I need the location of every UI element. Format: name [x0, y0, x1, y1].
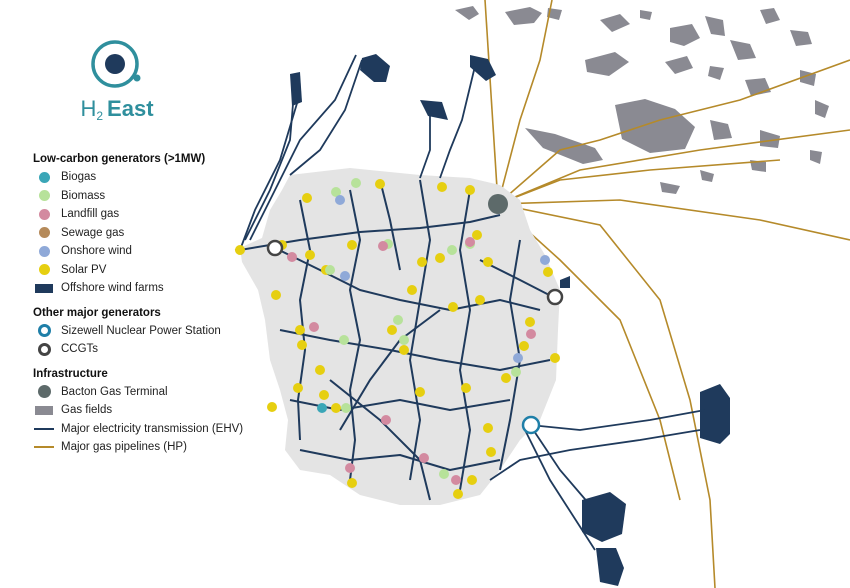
- legend-label: Major gas pipelines (HP): [61, 441, 187, 454]
- biomass-sites: [325, 178, 521, 479]
- legend-other-generators: Other major generators Sizewell Nuclear …: [33, 307, 293, 359]
- transmission-lines: [239, 179, 556, 501]
- gas-terminal-icon: [37, 385, 51, 399]
- legend-item-biomass: Biomass: [33, 187, 293, 206]
- legend-section-title: Other major generators: [33, 306, 161, 319]
- offshore-wind-farm-icon: [35, 283, 53, 293]
- solar-pv-dot-icon: [38, 264, 50, 276]
- legend-label: Gas fields: [61, 404, 113, 417]
- legend-item-biogas: Biogas: [33, 168, 293, 187]
- legend-label: CCGTs: [61, 343, 99, 356]
- legend-item-sewage-gas: Sewage gas: [33, 224, 293, 243]
- legend-label: Landfill gas: [61, 208, 120, 221]
- legend-label: Biogas: [61, 171, 97, 184]
- biogas-dot-icon: [38, 171, 50, 183]
- legend-item-transmission: Major electricity transmission (EHV): [33, 420, 293, 439]
- ccgt-west: [266, 239, 284, 257]
- legend-label: Onshore wind: [61, 245, 132, 258]
- legend-item-bacton: Bacton Gas Terminal: [33, 383, 293, 402]
- legend-item-sizewell: Sizewell Nuclear Power Station: [33, 322, 293, 341]
- transmission-line-icon: [34, 427, 54, 430]
- offshore-cables: [239, 54, 706, 551]
- legend-section-title: Infrastructure: [33, 367, 108, 380]
- legend-item-offshore-wind-farms: Offshore wind farms: [33, 279, 293, 298]
- legend-label: Solar PV: [61, 263, 107, 276]
- onshore-wind-sites: [335, 195, 550, 363]
- legend-item-landfill-gas: Landfill gas: [33, 205, 293, 224]
- sewage-gas-dot-icon: [38, 227, 50, 239]
- bacton-gas-terminal: [488, 194, 508, 214]
- onshore-wind-dot-icon: [38, 245, 50, 257]
- legend-label: Major electricity transmission (EHV): [61, 422, 244, 435]
- ccgt-east: [546, 288, 564, 306]
- sizewell-power-station: [521, 415, 541, 435]
- biogas-sites: [317, 403, 327, 413]
- legend-item-solar-pv: Solar PV: [33, 261, 293, 280]
- landfill-gas-dot-icon: [38, 208, 50, 220]
- legend-item-pipelines: Major gas pipelines (HP): [33, 438, 293, 457]
- solar-pv-sites: [235, 179, 560, 499]
- ccgt-ring-icon: [37, 342, 51, 356]
- legend-label: Bacton Gas Terminal: [61, 385, 168, 398]
- legend-infrastructure: Infrastructure Bacton Gas Terminal Gas f…: [33, 368, 293, 457]
- legend-item-ccgts: CCGTs: [33, 340, 293, 359]
- biomass-dot-icon: [38, 190, 50, 202]
- gas-field-icon: [35, 405, 53, 415]
- legend-label: Biomass: [61, 189, 106, 202]
- legend-label: Sewage gas: [61, 226, 125, 239]
- offshore-wind-farms: [290, 54, 730, 586]
- legend-item-onshore-wind: Onshore wind: [33, 242, 293, 261]
- legend-low-carbon: Low-carbon generators (>1MW) Biogas Biom…: [33, 153, 293, 298]
- gas-fields: [455, 6, 829, 194]
- land-mass: [240, 168, 560, 505]
- legend-item-gas-fields: Gas fields: [33, 401, 293, 420]
- legend-label: Sizewell Nuclear Power Station: [61, 324, 221, 337]
- h2-east-logo-icon: [91, 40, 141, 88]
- gas-pipeline-icon: [34, 446, 54, 449]
- map-legend: Low-carbon generators (>1MW) Biogas Biom…: [33, 153, 293, 466]
- nuclear-ring-icon: [37, 324, 51, 338]
- legend-label: Offshore wind farms: [61, 282, 164, 295]
- legend-section-title: Low-carbon generators (>1MW): [33, 153, 206, 165]
- landfill-gas-sites: [287, 237, 536, 485]
